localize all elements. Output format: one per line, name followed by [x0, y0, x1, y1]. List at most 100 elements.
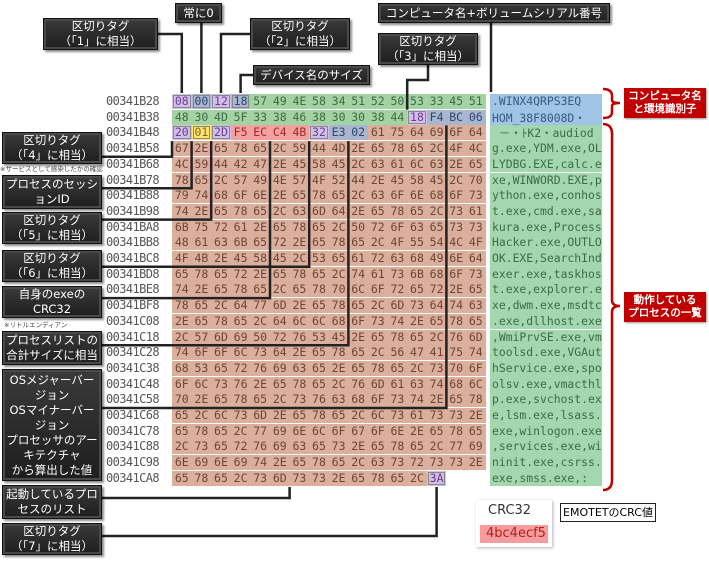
connector-device-size: [239, 73, 253, 93]
hex-byte-list: 73: [368, 313, 388, 329]
hex-byte-crc: 4B: [289, 125, 310, 141]
connector-tag7: [102, 487, 438, 538]
hex-byte-list: 53: [309, 329, 329, 345]
hex-byte-list: 53: [191, 360, 212, 376]
hex-byte-list: 6F: [446, 266, 466, 282]
hex-byte-list: 6D: [211, 329, 231, 345]
hex-byte-list: 42: [230, 156, 251, 172]
hex-byte-list: 2E: [191, 141, 212, 157]
hex-byte-list: 70: [446, 360, 466, 376]
hex-byte-list: 78: [191, 266, 212, 282]
hex-byte-list: 2E: [250, 376, 270, 392]
hex-byte-list: 63: [426, 156, 447, 172]
ascii-text: .WINX4QRPS3EQ: [490, 94, 602, 110]
hex-byte-list: 2C: [230, 423, 251, 439]
hex-byte-list: 2E: [270, 156, 290, 172]
hex-byte-list: 72: [407, 455, 427, 471]
hex-byte-list: 6F: [446, 125, 466, 141]
hex-byte-list: 6C: [348, 282, 368, 298]
hex-byte-list: 78: [368, 360, 388, 376]
hex-byte-list: 65: [309, 298, 329, 314]
ascii-text: xe,dwm.exe,msdtc: [490, 298, 602, 314]
hex-byte-list: 6C: [309, 313, 329, 329]
hex-byte-list: 54: [426, 235, 447, 251]
hex-byte-list: 6F: [387, 219, 408, 235]
hex-byte-tag: 2D: [211, 125, 231, 141]
hex-byte-list: 44: [309, 141, 329, 157]
hex-byte-list: 2C: [270, 203, 290, 219]
hex-byte-list: 76: [289, 329, 310, 345]
hex-byte-list: 78: [446, 423, 466, 439]
hex-byte-ident: 5F: [230, 109, 251, 125]
hex-byte-list: 45: [328, 156, 349, 172]
callout-tag1: 区切りタグ（「1」に相当）: [43, 18, 158, 50]
hex-byte-list: 2C: [211, 172, 231, 188]
hex-byte-list: 2E: [191, 392, 212, 408]
hex-byte-list: 73: [466, 266, 486, 282]
callout-line: （「3」に相当）: [386, 49, 470, 63]
hex-byte-list: 65: [309, 439, 329, 455]
hex-byte-list: 2E: [191, 282, 212, 298]
crc-popup-value: 4bc4ecf5: [480, 525, 548, 543]
hex-byte-crc: C4: [270, 125, 290, 141]
row-address: 00341CA8: [106, 470, 160, 485]
hex-byte-list: 2E: [348, 329, 368, 345]
hex-byte-list: 78: [387, 203, 408, 219]
emotet-crc-label: EMOTETのCRC値: [560, 503, 656, 522]
callout-line: 起動しているプロセスのリスト: [6, 487, 98, 516]
hex-byte-list: 65: [211, 423, 231, 439]
callout-tag7: 区切りタグ（「7」に相当）: [2, 523, 102, 555]
hex-byte-list: 2C: [446, 172, 466, 188]
hex-byte-list: 65: [407, 141, 427, 157]
hex-byte-list: 78: [289, 376, 310, 392]
row-address: 00341B28: [106, 94, 160, 108]
row-address: 00341BB8: [106, 235, 160, 250]
hex-byte-list: 69: [270, 423, 290, 439]
hex-byte-list: 65: [250, 141, 270, 157]
hex-byte-crc: F5: [230, 125, 251, 141]
hex-byte-list: 65: [426, 219, 447, 235]
hex-byte-list: 45: [230, 251, 251, 266]
connector-tag6: [102, 141, 311, 268]
hex-byte-list: 65: [172, 408, 192, 423]
hex-byte-list: 73: [387, 266, 408, 282]
callout-line: 自身のexeの: [18, 287, 86, 301]
hex-byte-list: 69: [230, 455, 251, 471]
hex-byte-list: 65: [348, 235, 368, 251]
callout-line: 区切りタグ: [71, 19, 130, 33]
hex-byte-list: 6C: [407, 156, 427, 172]
hex-byte-total: 02: [348, 125, 368, 141]
hex-byte-list: 2C: [270, 141, 290, 157]
callout-line: 常に0: [183, 5, 214, 20]
ascii-text: g.exe,YDM.exe,OL: [490, 141, 602, 157]
hex-byte-list: 61: [407, 408, 427, 423]
callout-computer-volume: コンピュータ名+ボリュームシリアル番号: [378, 3, 610, 23]
hex-byte-list: 4F: [309, 172, 329, 188]
hex-byte-list: 72: [230, 360, 251, 376]
hex-byte-list: 73: [250, 470, 270, 486]
hex-byte-list: 2E: [348, 203, 368, 219]
hex-byte-ident: 4E: [289, 94, 310, 109]
hex-byte-list: 76: [250, 439, 270, 455]
hex-byte-list: 2C: [426, 141, 447, 157]
hex-byte-list: 74: [407, 392, 427, 408]
hex-byte-list: 78: [387, 439, 408, 455]
hex-byte-list: 6B: [407, 266, 427, 282]
hex-byte-list: 4C: [466, 141, 486, 157]
hex-byte-list: 65: [328, 408, 349, 423]
hex-byte-list: 45: [426, 172, 447, 188]
hex-byte-list: 65: [309, 376, 329, 392]
ascii-text: exer.exe,taskhos: [490, 266, 602, 283]
hex-byte-list: 4F: [446, 141, 466, 157]
hex-byte-list: 2E: [172, 313, 192, 329]
hex-byte-list: 65: [250, 235, 270, 251]
hex-byte-list: 4C: [446, 235, 466, 251]
hex-byte-list: 74: [172, 203, 192, 219]
hex-byte-list: 78: [466, 392, 486, 408]
ascii-text: xe,WINWORD.EXE,p: [490, 172, 602, 189]
hex-byte-list: 65: [211, 470, 231, 486]
callout-session-id: プロセスのセッションID: [2, 175, 102, 209]
ascii-text: ,WmiPrvSE.exe,vm: [490, 329, 602, 346]
